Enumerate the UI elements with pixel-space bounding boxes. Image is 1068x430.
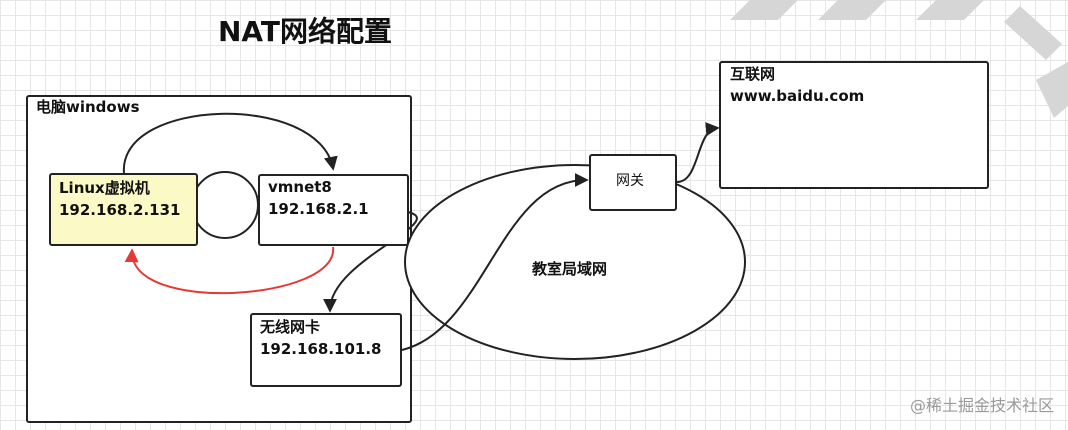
linux-vm-box	[49, 173, 198, 246]
arrow-linux-to-vmnet8	[122, 112, 338, 174]
host-windows-label: 电脑windows	[36, 98, 140, 116]
gateway-label: 网关	[616, 173, 644, 189]
classroom-lan-ellipse	[404, 164, 746, 360]
internet-url: www.baidu.com	[730, 87, 865, 105]
linux-vm-name: Linux虚拟机	[59, 179, 150, 197]
wireless-nic-box	[250, 313, 402, 387]
watermark-text: @稀土掘金技术社区	[909, 396, 1054, 415]
gateway-box	[589, 154, 677, 211]
internet-box	[719, 61, 989, 189]
arrow-vmnet8-to-wireless	[323, 211, 418, 313]
classroom-lan-label: 教室局域网	[532, 260, 608, 278]
internet-name: 互联网	[730, 65, 776, 83]
corner-decoration	[730, 0, 1068, 118]
vmnet8-box	[258, 174, 409, 246]
wireless-nic-ip: 192.168.101.8	[260, 340, 382, 358]
virtual-switch-circle	[191, 171, 259, 239]
arrow-vmnet8-to-linux-return	[124, 246, 335, 295]
vmnet8-name: vmnet8	[268, 178, 332, 196]
wireless-nic-name: 无线网卡	[260, 318, 321, 336]
diagram-title: NAT网络配置	[218, 15, 393, 48]
arrow-wireless-to-gateway	[401, 173, 589, 351]
linux-vm-ip: 192.168.2.131	[59, 201, 181, 219]
vmnet8-ip: 192.168.2.1	[268, 200, 369, 218]
arrow-gateway-to-internet	[676, 122, 720, 183]
